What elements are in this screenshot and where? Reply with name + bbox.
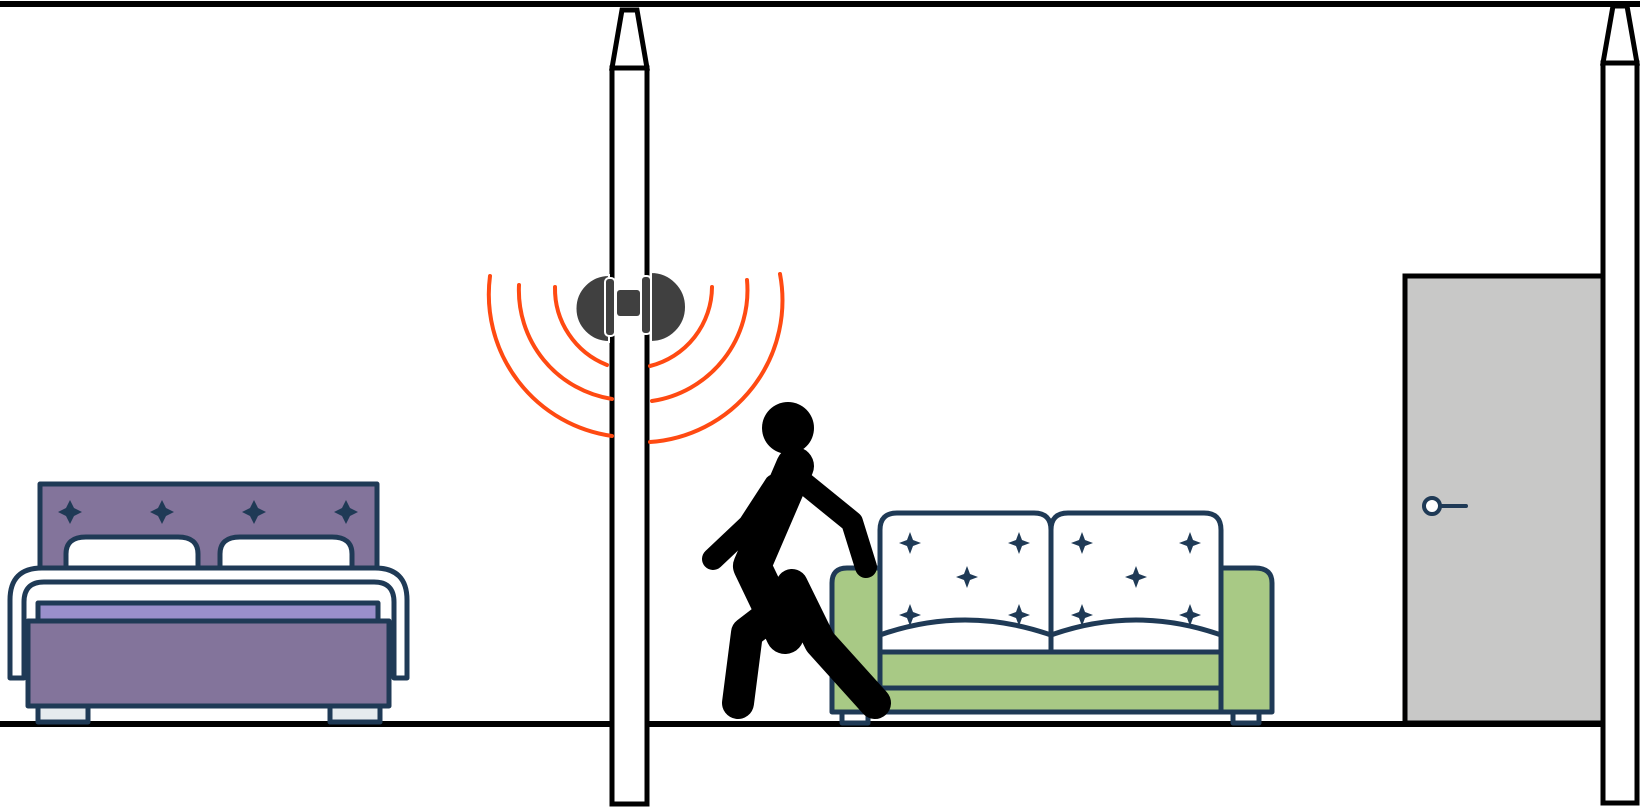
bed-pillow-right [220, 537, 352, 568]
sofa-seat [880, 652, 1221, 688]
wall-left-top [612, 10, 647, 68]
sensor-body [617, 290, 640, 316]
bed-foot-right [330, 706, 380, 722]
door-knob [1424, 498, 1440, 514]
sofa [832, 513, 1272, 723]
bed-base [28, 621, 389, 706]
wall-left-post [612, 68, 647, 804]
sensor-stem-right [641, 276, 651, 334]
bed [10, 484, 407, 722]
sensor-stem-left [605, 278, 615, 336]
door [1405, 276, 1603, 723]
wall-right [1603, 6, 1637, 803]
wall-right-post [1603, 63, 1637, 803]
sensor-dome-left [576, 275, 610, 342]
sofa-right-arm [1220, 568, 1272, 712]
bed-pillow-left [66, 537, 198, 568]
person-head [762, 402, 814, 454]
sensor-dome-right [651, 272, 686, 342]
sofa-base [880, 688, 1221, 712]
sofa-foot-right [1233, 712, 1259, 723]
person-arm-back [788, 470, 866, 567]
bed-foot-left [38, 706, 88, 722]
walking-person [713, 402, 875, 703]
wall-right-top [1603, 6, 1637, 63]
wall-left [612, 10, 647, 804]
